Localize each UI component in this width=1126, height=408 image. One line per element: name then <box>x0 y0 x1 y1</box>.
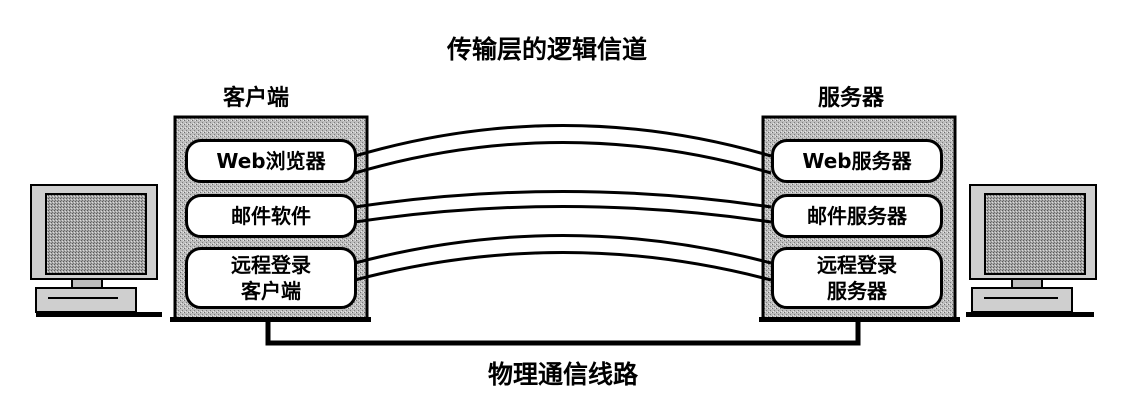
client-host-base <box>170 317 371 322</box>
client-app-label-line1: 远程登录 <box>231 253 311 277</box>
logical-channel-mail <box>354 190 772 224</box>
logical-channel-web <box>354 124 772 175</box>
logical-channel-remote-login <box>354 234 772 282</box>
client-app-mail: 邮件软件 <box>185 194 357 238</box>
client-app-remote-login: 远程登录 客户端 <box>185 247 357 309</box>
client-app-label: Web浏览器 <box>216 149 326 173</box>
server-app-remote-login: 远程登录 服务器 <box>771 247 943 309</box>
server-app-label-line1: 远程登录 <box>817 253 897 277</box>
server-app-label: 邮件服务器 <box>807 204 907 228</box>
server-app-label-line2: 服务器 <box>827 279 887 303</box>
server-app-label: Web服务器 <box>802 149 912 173</box>
server-host-base <box>759 317 960 322</box>
server-app-web: Web服务器 <box>771 139 943 183</box>
physical-link-line <box>265 321 861 346</box>
server-computer-icon <box>966 184 1097 317</box>
diagram-title: 传输层的逻辑信道 <box>447 35 648 64</box>
server-label: 服务器 <box>818 86 885 111</box>
client-computer-icon <box>30 184 162 317</box>
client-app-label: 邮件软件 <box>231 204 311 228</box>
client-app-label-line2: 客户端 <box>241 279 301 303</box>
client-app-web-browser: Web浏览器 <box>185 139 357 183</box>
client-label: 客户端 <box>223 86 290 111</box>
physical-link-label: 物理通信线路 <box>488 360 639 389</box>
server-app-mail: 邮件服务器 <box>771 194 943 238</box>
